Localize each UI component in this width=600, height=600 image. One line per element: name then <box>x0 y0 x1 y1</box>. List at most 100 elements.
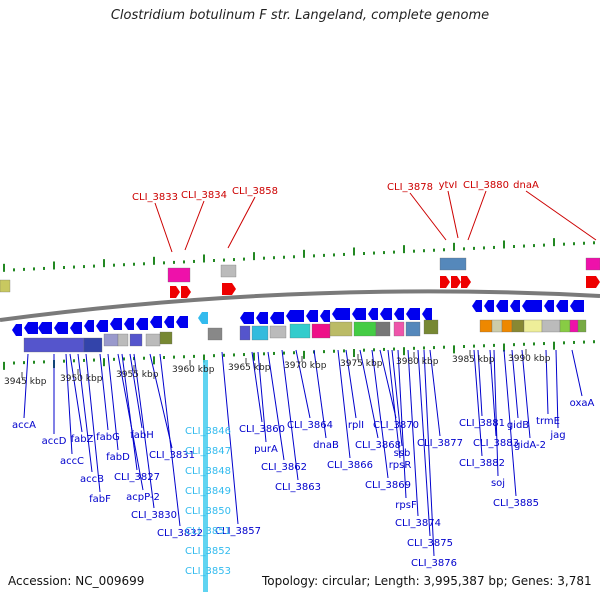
gene-feature-box[interactable] <box>511 319 525 333</box>
reverse-gene-arrow[interactable] <box>286 310 304 322</box>
forward-gene-arrow[interactable] <box>461 276 471 288</box>
reverse-gene-arrow[interactable] <box>136 318 148 330</box>
gene-feature-box[interactable] <box>289 323 311 339</box>
bottom-gene-label[interactable]: gidB <box>507 420 529 431</box>
reverse-gene-arrow[interactable] <box>544 300 554 312</box>
gene-feature-box[interactable] <box>269 325 287 339</box>
gene-feature-box[interactable] <box>207 327 223 341</box>
bottom-gene-label[interactable]: CLI_3857 <box>215 526 261 537</box>
reverse-gene-arrow[interactable] <box>150 316 162 328</box>
reverse-gene-arrow[interactable] <box>256 312 268 324</box>
reverse-gene-arrow[interactable] <box>38 322 52 334</box>
reverse-gene-arrow[interactable] <box>484 300 494 312</box>
gene-feature-box[interactable] <box>129 333 143 347</box>
gene-feature-box[interactable] <box>329 321 353 337</box>
light-gene-label[interactable]: CLI_3853 <box>185 566 231 577</box>
top-gene-label[interactable]: CLI_3880 <box>463 180 509 191</box>
bottom-gene-label[interactable]: CLI_3874 <box>395 518 441 529</box>
gene-feature-box[interactable] <box>423 319 439 335</box>
reverse-gene-arrow[interactable] <box>522 300 542 312</box>
gene-feature-box[interactable] <box>559 319 571 333</box>
bottom-gene-label[interactable]: CLI_3832 <box>157 528 203 539</box>
bottom-gene-label[interactable]: CLI_3885 <box>493 498 539 509</box>
bottom-gene-label[interactable]: purA <box>254 444 278 455</box>
gene-feature-box[interactable] <box>541 319 561 333</box>
forward-gene-arrow[interactable] <box>440 276 450 288</box>
bottom-gene-label[interactable]: CLI_3830 <box>131 510 177 521</box>
reverse-gene-arrow[interactable] <box>320 310 330 322</box>
bottom-gene-label[interactable]: CLI_3831 <box>149 450 195 461</box>
gene-feature-box[interactable] <box>353 321 377 337</box>
reverse-gene-arrow[interactable] <box>270 312 284 324</box>
top-gene-label[interactable]: CLI_3858 <box>232 186 278 197</box>
bottom-gene-label[interactable]: CLI_3827 <box>114 472 160 483</box>
reverse-gene-arrow[interactable] <box>54 322 68 334</box>
highlight-gene-bar[interactable] <box>203 360 208 592</box>
gene-feature-box[interactable] <box>145 333 161 347</box>
bottom-gene-label[interactable]: CLI_3881 <box>459 418 505 429</box>
bottom-gene-label[interactable]: CLI_3866 <box>327 460 373 471</box>
bottom-gene-label[interactable]: rpsF <box>395 500 417 511</box>
light-gene-label[interactable]: CLI_3848 <box>185 466 231 477</box>
light-gene-label[interactable]: CLI_3850 <box>185 506 231 517</box>
bottom-gene-label[interactable]: fabH <box>130 430 154 441</box>
reverse-gene-arrow[interactable] <box>70 322 82 334</box>
light-gene-label[interactable]: CLI_3849 <box>185 486 231 497</box>
gene-feature-box[interactable] <box>491 319 503 333</box>
bottom-gene-label[interactable]: fabF <box>89 494 111 505</box>
gene-feature-box[interactable] <box>251 325 269 341</box>
bottom-gene-label[interactable]: rplI <box>348 420 364 431</box>
gene-feature-box[interactable] <box>439 257 467 271</box>
bottom-gene-label[interactable]: CLI_3877 <box>417 438 463 449</box>
gene-feature-box[interactable] <box>117 333 129 347</box>
reverse-gene-arrow[interactable] <box>394 308 404 320</box>
gene-feature-box[interactable] <box>479 319 493 333</box>
bottom-gene-label[interactable]: CLI_3862 <box>261 462 307 473</box>
light-gene-label[interactable]: CLI_3847 <box>185 446 231 457</box>
bottom-gene-label[interactable]: soj <box>491 478 505 489</box>
forward-gene-arrow[interactable] <box>451 276 461 288</box>
bottom-gene-label[interactable]: ssb <box>394 448 411 459</box>
bottom-gene-label[interactable]: accC <box>60 456 84 467</box>
reverse-gene-arrow[interactable] <box>306 310 318 322</box>
top-gene-label[interactable]: dnaA <box>513 180 539 191</box>
gene-feature-box[interactable] <box>585 257 600 271</box>
gene-feature-box[interactable] <box>23 337 85 353</box>
reverse-gene-arrow[interactable] <box>472 300 482 312</box>
bottom-gene-label[interactable]: rpsR <box>389 460 412 471</box>
bottom-gene-label[interactable]: fabG <box>96 432 120 443</box>
bottom-gene-label[interactable]: fabD <box>106 452 130 463</box>
reverse-gene-arrow[interactable] <box>332 308 350 320</box>
reverse-gene-arrow[interactable] <box>124 318 134 330</box>
gene-feature-box[interactable] <box>239 325 251 341</box>
reverse-gene-arrow[interactable] <box>110 318 122 330</box>
bottom-gene-label[interactable]: accD <box>42 436 67 447</box>
forward-gene-arrow[interactable] <box>170 286 180 298</box>
bottom-gene-label[interactable]: CLI_3863 <box>275 482 321 493</box>
light-gene-label[interactable]: CLI_3846 <box>185 426 231 437</box>
forward-gene-arrow[interactable] <box>181 286 191 298</box>
reverse-gene-arrow[interactable] <box>352 308 366 320</box>
bottom-gene-label[interactable]: gidA-2 <box>514 440 546 451</box>
bottom-gene-label[interactable]: jag <box>549 430 565 441</box>
reverse-gene-arrow[interactable] <box>176 316 188 328</box>
bottom-gene-label[interactable]: CLI_3870 <box>373 420 419 431</box>
bottom-gene-label[interactable]: CLI_3883 <box>473 438 519 449</box>
gene-feature-box[interactable] <box>375 321 391 337</box>
bottom-gene-label[interactable]: CLI_3864 <box>287 420 333 431</box>
reverse-gene-arrow[interactable] <box>406 308 420 320</box>
gene-feature-box[interactable] <box>393 321 405 337</box>
gene-feature-box[interactable] <box>405 321 421 337</box>
gene-feature-box[interactable] <box>501 319 513 333</box>
bottom-gene-label[interactable]: CLI_3882 <box>459 458 505 469</box>
gene-feature-box[interactable] <box>523 319 543 333</box>
gene-feature-box[interactable] <box>311 323 331 339</box>
top-gene-label[interactable]: ytvI <box>439 180 458 191</box>
reverse-gene-arrow[interactable] <box>496 300 508 312</box>
top-gene-label[interactable]: CLI_3833 <box>132 192 178 203</box>
reverse-gene-arrow[interactable] <box>422 308 432 320</box>
reverse-gene-arrow[interactable] <box>380 308 392 320</box>
reverse-gene-arrow[interactable] <box>510 300 520 312</box>
reverse-gene-arrow[interactable] <box>368 308 378 320</box>
gene-feature-box[interactable] <box>103 333 119 347</box>
